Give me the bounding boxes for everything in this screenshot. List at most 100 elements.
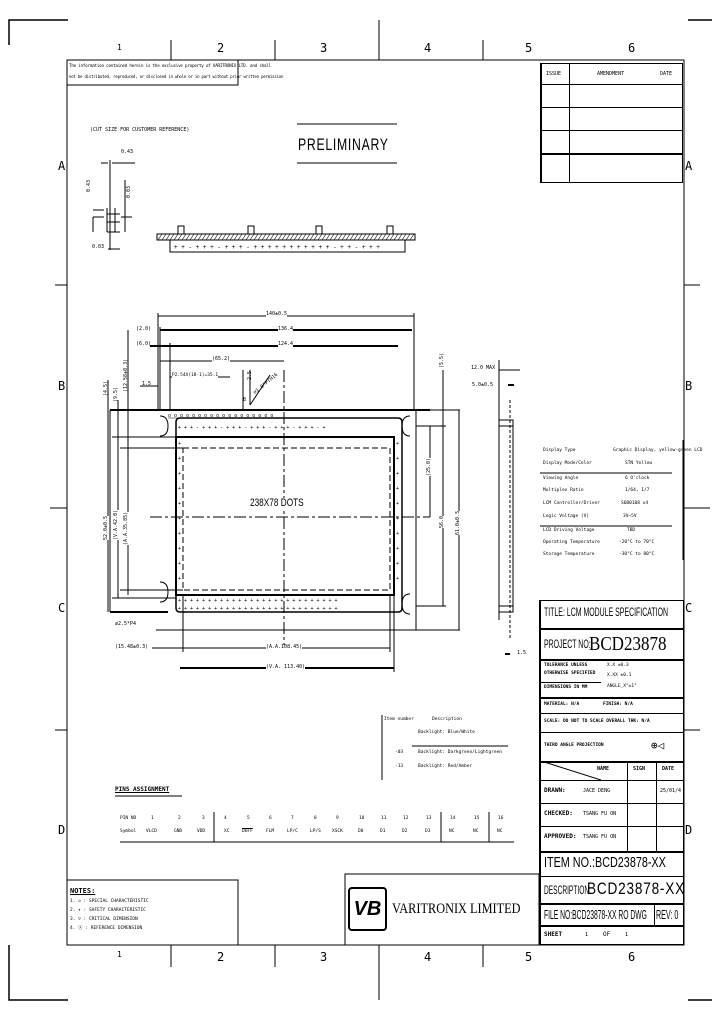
checked-label: CHECKED: — [544, 810, 573, 817]
drawn-label: DRAWN: — [544, 787, 566, 794]
column-label-5: 5 — [525, 41, 533, 55]
projection-label: THIRD ANGLE PROJECTION — [544, 743, 604, 748]
svg-text:+: + — [178, 516, 181, 522]
tolerance-1: X.X ±0.3 — [607, 663, 629, 668]
dim-9-5: (9.5) — [113, 386, 119, 402]
file-number: FILE NO:BCD23878-XX RO DWG — [544, 907, 647, 922]
description-value: BCD23878-XX — [587, 879, 686, 898]
column-label-1: 1 — [117, 43, 122, 52]
backlight-row-item: -13 — [395, 764, 404, 769]
dim-va-height: (V.A.42.0) — [113, 509, 119, 540]
row-label-c-right: C — [685, 601, 693, 615]
row-label-b: B — [58, 379, 66, 393]
dimensions-label: DIMENSIONS IN MM — [544, 685, 588, 690]
tolerance-3: ANGLE_X°±1° — [607, 684, 637, 689]
svg-text:+: + — [396, 531, 399, 537]
row-label-d: D — [58, 823, 66, 837]
drawing-title: TITLE: LCM MODULE SPECIFICATION — [544, 605, 669, 619]
dim-4-5: (4.5) — [103, 380, 109, 396]
row-label-c: C — [58, 601, 66, 615]
svg-text:+: + — [178, 441, 181, 447]
column-label-4-bottom: 4 — [424, 950, 432, 964]
description-label: DESCRIPTION: — [544, 883, 591, 897]
revision-header-issue: ISSUE — [546, 71, 562, 77]
cut-size-label: (CUT SIZE FOR CUSTOMER REFERENCE) — [90, 127, 190, 133]
dim-1-5: 1.5 — [142, 381, 152, 387]
spec-row: Operating Temperature-20°C to 70°C — [543, 540, 655, 545]
notes-title: NOTES: — [70, 887, 96, 895]
svg-text:+ + + - + + + - + + + - + + +: + + + - + + + - + + + - + + + - + + + - … — [178, 425, 326, 431]
dim-thickness-5: 5.0±0.5 — [472, 382, 494, 388]
dim-side-1-5: 1.5 — [517, 650, 527, 656]
row-label-b-right: B — [685, 379, 693, 393]
title-block: TITLE: LCM MODULE SPECIFICATION PROJECT … — [539, 600, 684, 945]
approved-label: APPROVED: — [544, 833, 577, 840]
svg-text:+ + + + + + + + + + + + + + +: + + + + + + + + + + + + + + + + + + + + … — [178, 598, 338, 604]
dim-aa-width: (A.A.108.45) — [266, 644, 303, 650]
dim-2-5: 2.5 — [247, 370, 253, 380]
column-label-2: 2 — [217, 41, 225, 55]
pins-header-symbol: Symbol — [120, 829, 137, 834]
dim-pin-pitch: P2.54X(18-1)=35.1 — [172, 373, 219, 379]
row-label-a: A — [58, 159, 66, 173]
note-item: 1. ◇ : SPECIAL CHARACTERISTIC — [70, 899, 149, 904]
row-label-d-right: D — [685, 823, 693, 837]
drawn-date: 25/01/4 — [660, 788, 682, 794]
backlight-row-item: -03 — [395, 750, 404, 755]
dim-overall-width: 140±0.5 — [266, 311, 288, 317]
revision-header-date: DATE — [660, 71, 673, 77]
column-label-3-bottom: 3 — [320, 950, 328, 964]
approved-name: TSANG FU ON — [583, 834, 617, 840]
backlight-row-desc: Backlight: Red/Amber — [418, 764, 473, 769]
svg-text:+: + — [396, 471, 399, 477]
company-name: VARITRONIX LIMITED — [392, 901, 521, 917]
tolerance-label-2: OTHERWISE SPECIFIED — [544, 671, 596, 676]
backlight-header-description: Description — [432, 717, 462, 722]
svg-text:+: + — [396, 516, 399, 522]
checked-name: TSANG FU ON — [583, 811, 617, 817]
dim-offset-6: (6.0) — [136, 341, 152, 347]
material: MATERIAL: N/A — [544, 702, 580, 707]
column-label-4: 4 — [424, 41, 432, 55]
column-label-3: 3 — [320, 41, 328, 55]
note-item: 4. ⓧ : REFERENCE DIMENSION — [70, 926, 143, 931]
sheet-of: OF — [603, 931, 611, 938]
finish: FINISH: N/A — [603, 702, 633, 707]
svg-text:+: + — [178, 561, 181, 567]
spec-row: Storage Temperature-30°C to 80°C — [543, 552, 655, 557]
drawn-name: JACE DENG — [583, 788, 611, 794]
backlight-header-item: Item number — [384, 717, 414, 722]
revision-number: REV: 0 — [656, 907, 679, 922]
dim-offset-2: (2.0) — [136, 326, 152, 332]
sign-table-diagonal — [541, 761, 601, 780]
column-label-6: 6 — [628, 41, 636, 55]
cut-dim-bottom: 0.03 — [92, 244, 105, 250]
svg-text:+: + — [178, 471, 181, 477]
svg-text:+: + — [396, 486, 399, 492]
item-number: ITEM NO.:BCD23878-XX — [544, 854, 666, 871]
pins-title: PINS ASSIGNMENT — [115, 786, 170, 793]
company-logo-icon: VB — [348, 887, 387, 931]
svg-text:+ + + + + + + + + + + + + + +: + + + + + + + + + + + + + + + + + + + + … — [178, 606, 338, 612]
backlight-row-desc: Backlight: Blue/White — [418, 730, 475, 735]
cut-dim-gap: 0.03 — [126, 185, 132, 198]
column-label-2-bottom: 2 — [217, 950, 225, 964]
svg-text:+: + — [396, 456, 399, 462]
dim-56: 56.0 — [439, 515, 445, 528]
scale: SCALE: DO NOT TO SCALE OVERALL THK: N/A — [544, 719, 650, 724]
dim-max-thickness: 12.0 MAX — [471, 365, 496, 371]
column-label-6-bottom: 6 — [628, 950, 636, 964]
note-item: 3. ▽ : CRITICAL DIMENSION — [70, 917, 138, 922]
svg-text:+: + — [178, 546, 181, 552]
svg-text:+: + — [396, 576, 399, 582]
note-item: 2. ✦ : SAFETY CHARACTERISTIC — [70, 908, 146, 913]
svg-text:+: + — [178, 531, 181, 537]
svg-text:+: + — [178, 486, 181, 492]
dim-mount-hole: ⌀2.5*P4 — [115, 621, 137, 627]
project-number: BCD23878 — [589, 633, 667, 655]
